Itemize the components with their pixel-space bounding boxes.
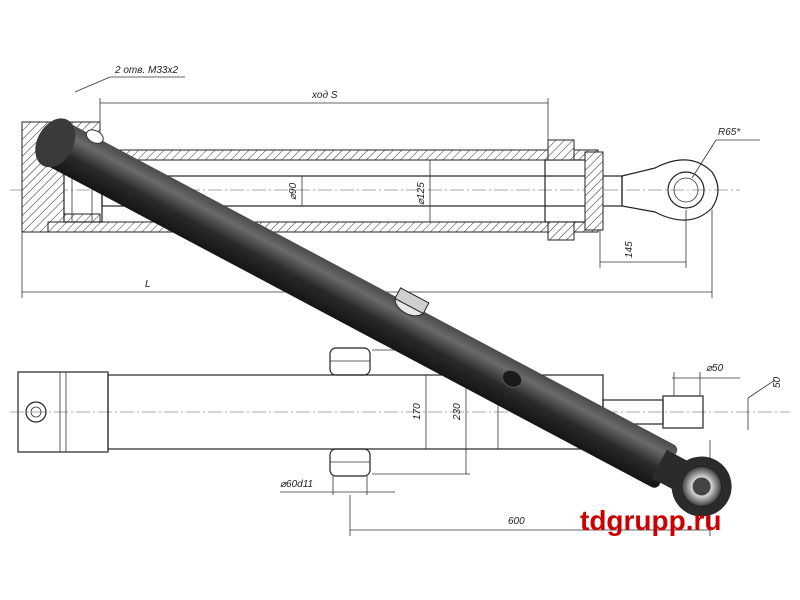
cylinder-cap — [35, 118, 76, 168]
stroke-label: ход S — [311, 90, 338, 101]
side-width-dimensions: 170 230 — [372, 349, 470, 475]
eye-offset-dimension: 145 — [599, 210, 687, 268]
trunnion-diameter-label: ⌀60d11 — [280, 479, 313, 490]
port-rod-end — [501, 369, 523, 388]
eye-width-label: 50 — [772, 376, 783, 388]
trunnion-diameter-dimension: ⌀60d11 — [280, 476, 395, 495]
rod-end-collar — [651, 449, 688, 490]
rod-diameter-label: ⌀90 — [288, 182, 299, 200]
port-cap-end — [85, 129, 104, 144]
overall-length-label: L — [145, 279, 151, 290]
bore-diameter-label: ⌀125 — [416, 182, 427, 205]
trunnion-position-label: 600 — [508, 516, 525, 527]
radius-label: R65* — [718, 127, 741, 138]
eye-width-dimension: 50 — [747, 376, 783, 430]
radius-callout: R65* — [691, 127, 760, 179]
cylinder-render — [35, 118, 732, 517]
width-230-label: 230 — [452, 403, 463, 421]
eye-diameter-label: ⌀50 — [706, 363, 724, 374]
holes-label: 2 отв. M33x2 — [114, 65, 178, 76]
eye-offset-label: 145 — [624, 241, 635, 258]
site-watermark: tdgrupp.ru — [580, 505, 722, 536]
holes-callout: 2 отв. M33x2 — [74, 65, 185, 93]
width-170-label: 170 — [412, 403, 423, 420]
eye-diameter-dimension: ⌀50 — [672, 363, 740, 396]
cylinder-barrel — [40, 120, 678, 488]
